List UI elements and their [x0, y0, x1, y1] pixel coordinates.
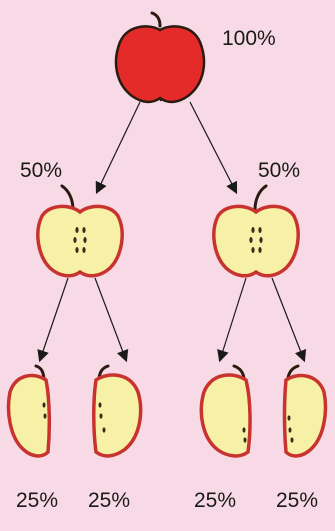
arrow-to-quarter-2	[94, 277, 129, 363]
right-half-apple	[212, 184, 300, 278]
label-quarter-1-percent: 25%	[16, 489, 59, 512]
whole-apple	[114, 11, 206, 104]
whole-apple-body	[114, 25, 206, 104]
right-half-seeds	[249, 227, 263, 253]
quarter-apple-2-body	[92, 373, 143, 458]
left-half-apple-body	[36, 204, 124, 278]
label-quarter-2-percent: 25%	[88, 489, 131, 512]
left-half-seeds	[73, 227, 87, 253]
left-half-apple	[36, 184, 124, 278]
quarter-apple-2	[92, 364, 143, 458]
label-left-half-percent: 50%	[20, 159, 63, 182]
arrow-to-right-half	[189, 101, 238, 195]
quarter-apple-1	[6, 364, 52, 458]
arrow-to-left-half	[95, 101, 141, 195]
arrow-to-quarter-1	[37, 277, 69, 363]
right-half-apple-body	[212, 204, 300, 278]
arrow-to-quarter-4	[271, 277, 307, 363]
label-whole-percent: 100%	[222, 27, 276, 50]
quarter-apple-3	[199, 364, 252, 458]
quarter-apple-4-body	[282, 373, 328, 458]
quarter-apple-3-body	[199, 373, 252, 458]
quarter-apple-1-body	[6, 373, 52, 458]
quarter-apple-4	[282, 364, 328, 458]
whole-apple-stem	[150, 11, 162, 28]
label-right-half-percent: 50%	[258, 159, 301, 182]
label-quarter-4-percent: 25%	[276, 489, 319, 512]
arrow-to-quarter-3	[217, 277, 247, 363]
label-quarter-3-percent: 25%	[194, 489, 237, 512]
